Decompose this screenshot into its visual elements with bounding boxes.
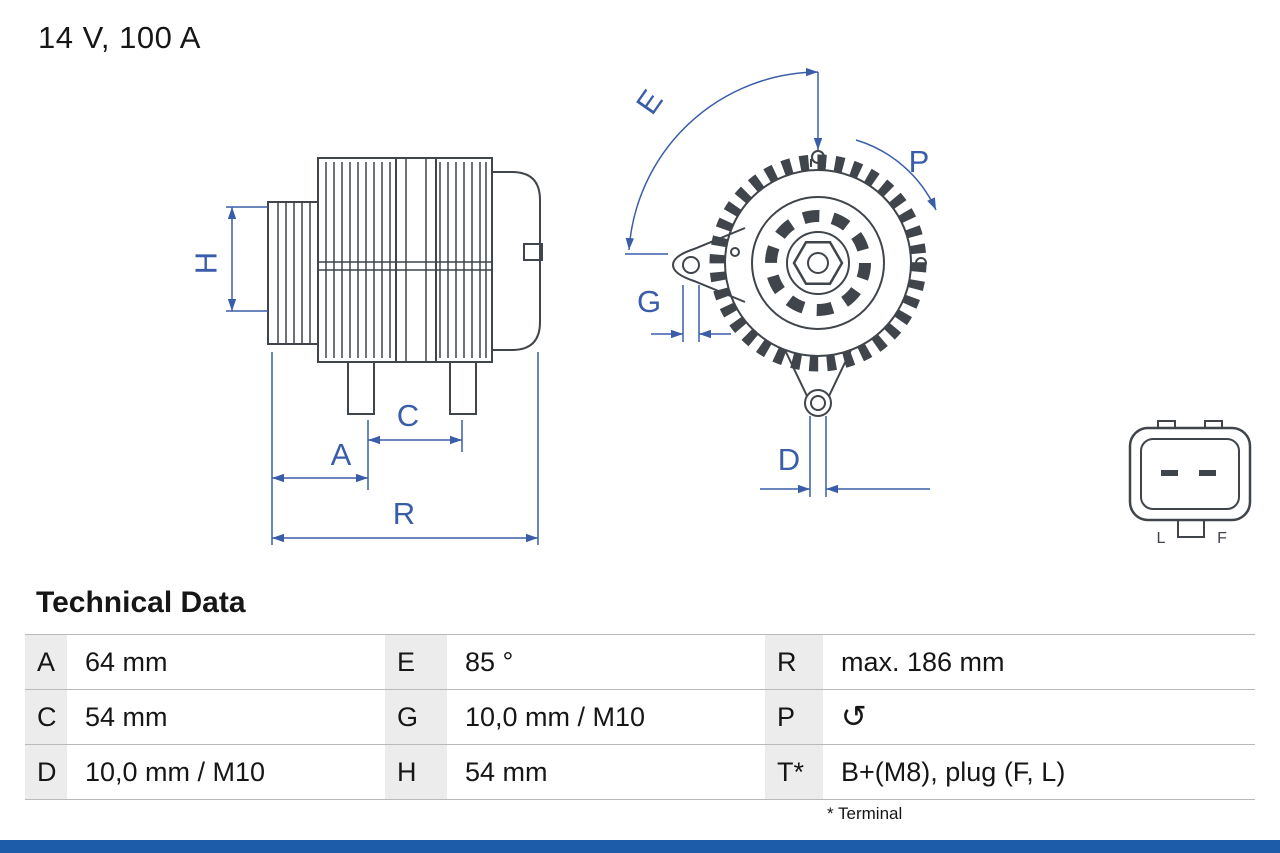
dim-key-P: P xyxy=(765,690,823,744)
dim-label-G: G xyxy=(637,284,661,319)
dim-label-E: E xyxy=(629,83,670,120)
dim-key-C: C xyxy=(25,690,67,744)
voltage-amperage-rating: 14 V, 100 A xyxy=(38,20,201,55)
dim-value-D: 10,0 mm / M10 xyxy=(85,756,266,787)
connector-pin xyxy=(1199,470,1216,476)
mounting-foot xyxy=(449,361,477,415)
dim-label-P: P xyxy=(909,144,930,179)
dim-key-G: G xyxy=(385,690,447,744)
bottom-lug-hole xyxy=(810,395,826,411)
footer-accent-bar xyxy=(0,840,1280,853)
table-row: A 64 mm E 85 ° R max. 186 mm xyxy=(25,635,1255,690)
dim-key-R: R xyxy=(765,635,823,689)
rotor-slot-ring xyxy=(765,210,871,316)
dim-label-R: R xyxy=(393,496,415,531)
left-mounting-lug xyxy=(671,227,746,303)
table-row: D 10,0 mm / M10 H 54 mm T* B+(M8), plug … xyxy=(25,745,1255,800)
dim-key-A: A xyxy=(25,635,67,689)
dim-value-E: 85 ° xyxy=(465,646,514,677)
dim-label-D: D xyxy=(778,442,800,477)
dim-key-E: E xyxy=(385,635,447,689)
dim-key-D: D xyxy=(25,745,67,799)
connector-label-L: L xyxy=(1157,530,1166,547)
connector-latch-tab xyxy=(1177,520,1205,538)
side-view-dimension-lines xyxy=(226,206,539,545)
technical-data-table: A 64 mm E 85 ° R max. 186 mm C 54 mm G 1… xyxy=(25,634,1255,800)
dim-label-C: C xyxy=(397,398,419,433)
connector-pin xyxy=(1161,470,1178,476)
alternator-side-view xyxy=(267,157,543,415)
front-view-dimension-lines xyxy=(625,67,937,497)
terminal-stud xyxy=(523,243,543,261)
dim-value-A: 64 mm xyxy=(85,646,168,677)
dim-value-R: max. 186 mm xyxy=(841,646,1005,677)
dim-label-H: H xyxy=(189,252,224,274)
dim-value-C: 54 mm xyxy=(85,701,168,732)
dim-value-H: 54 mm xyxy=(465,756,548,787)
dim-value-P: ↺ xyxy=(823,690,1255,744)
rotation-ccw-icon: ↺ xyxy=(841,698,867,735)
mounting-foot xyxy=(347,361,375,415)
fan-tooth-ring xyxy=(709,154,927,372)
connector-label-F: F xyxy=(1217,530,1227,547)
table-row: C 54 mm G 10,0 mm / M10 P ↺ xyxy=(25,690,1255,745)
left-lug-hole xyxy=(682,256,700,274)
dim-label-A: A xyxy=(331,437,352,472)
alternator-front-view xyxy=(671,150,927,417)
dim-key-T: T* xyxy=(765,745,823,799)
terminal-footnote: * Terminal xyxy=(827,804,903,823)
technical-data-title: Technical Data xyxy=(36,586,246,619)
dim-value-G: 10,0 mm / M10 xyxy=(465,701,646,732)
dim-key-H: H xyxy=(385,745,447,799)
shaft-nut-hexagon xyxy=(792,240,844,286)
dim-value-T: B+(M8), plug (F, L) xyxy=(841,756,1066,787)
connector-plug-diagram xyxy=(1128,420,1252,538)
alternator-technical-drawing: H A C R E P G D xyxy=(189,67,1252,547)
